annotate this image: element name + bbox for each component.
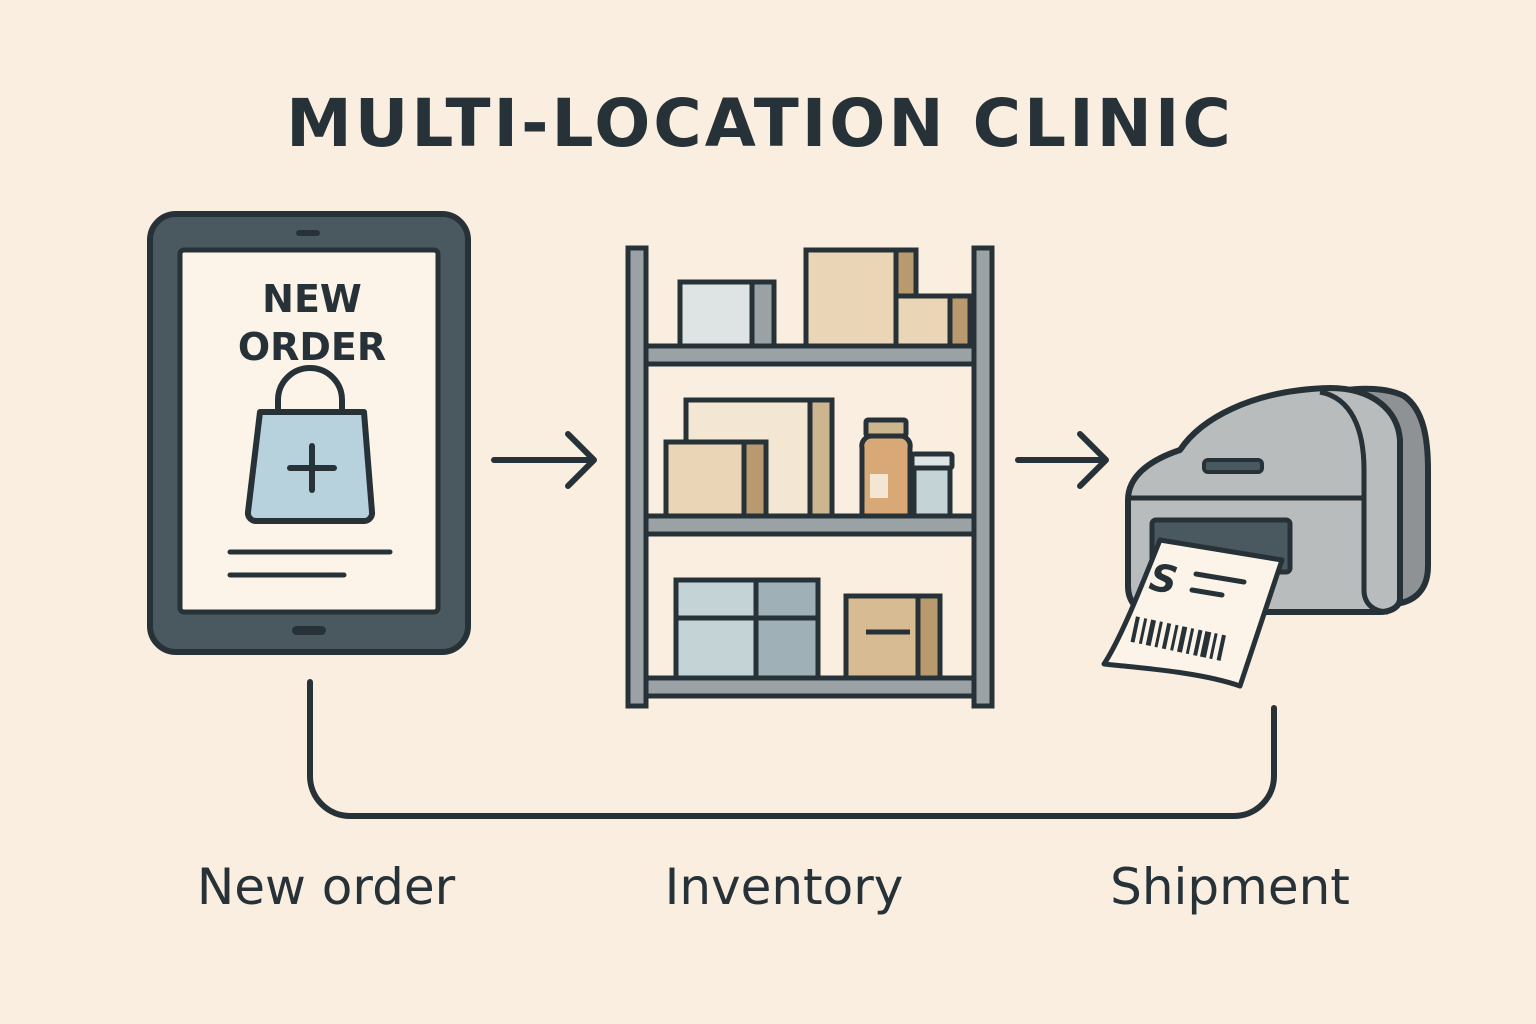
step-label-shipment: Shipment — [1110, 858, 1350, 916]
medicine-bottle-icon — [909, 451, 955, 519]
return-connector-line — [307, 679, 1277, 819]
diagram-title: MULTI-LOCATION CLINIC — [286, 85, 1234, 162]
shopping-bag-icon — [244, 365, 376, 525]
tablet-icon: NEW ORDER — [147, 211, 471, 655]
medicine-bottle-icon — [859, 417, 913, 519]
barcode-icon — [1130, 616, 1226, 661]
tablet-screen-title-line2: ORDER — [238, 325, 386, 369]
arrow-right-icon — [491, 431, 597, 489]
shipping-label: S — [1101, 537, 1285, 689]
step-label-inventory: Inventory — [665, 858, 904, 916]
arrow-right-icon — [1015, 431, 1109, 489]
step-label-new-order: New order — [197, 858, 456, 916]
tablet-screen-title-line1: NEW — [262, 277, 362, 321]
label-printer-icon: S — [1101, 385, 1431, 689]
shelf-icon — [625, 245, 995, 709]
